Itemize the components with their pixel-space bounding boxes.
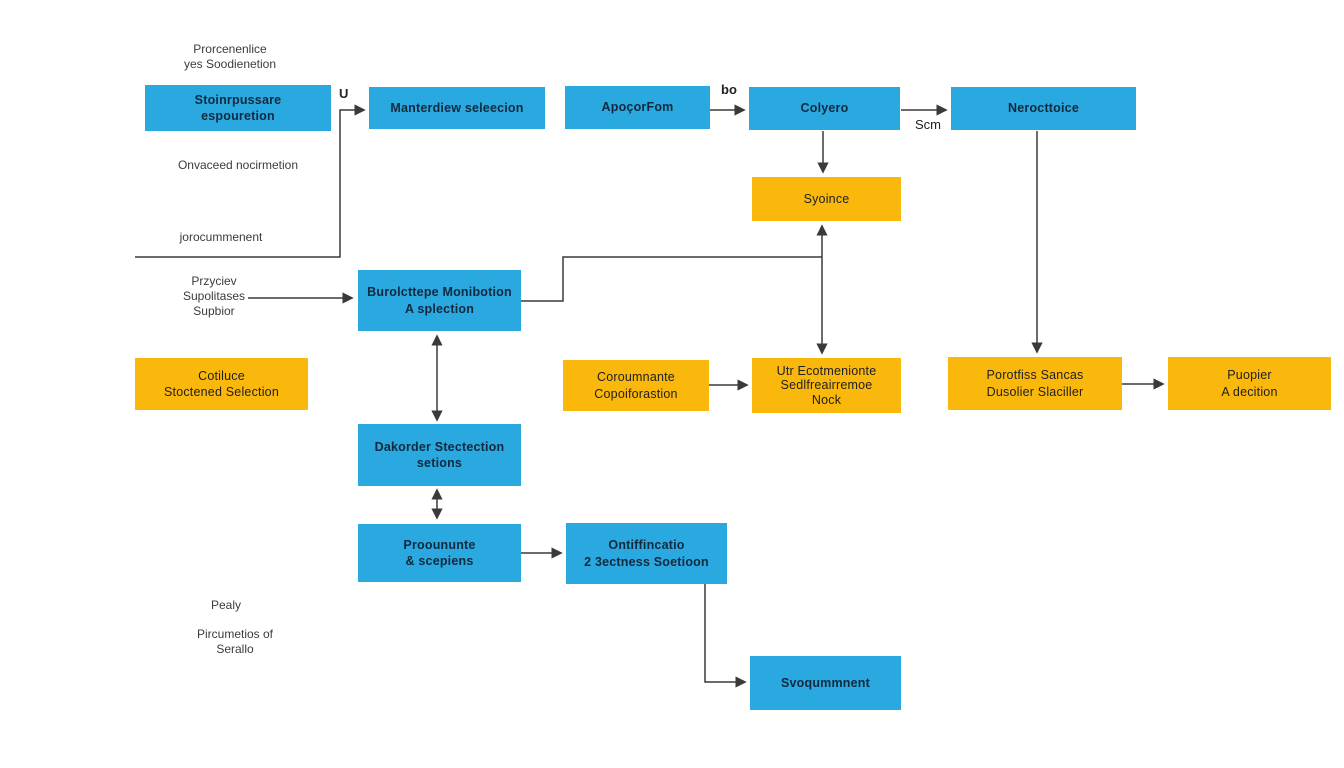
node-text: A splection: [404, 301, 475, 316]
node-dakorder: Dakorder Stectection setions: [358, 424, 521, 486]
edge-label-u: U: [339, 86, 349, 101]
label-pealy: Pealy: [211, 598, 241, 613]
label-line: jorocummenent: [179, 230, 263, 244]
node-text: Puopier: [1227, 368, 1272, 383]
node-text: Colyero: [800, 101, 849, 116]
node-text: ApoçorFom: [601, 100, 674, 115]
node-prooununte: Prooununte & scepiens: [358, 524, 521, 582]
node-porotfiss: Porotfiss Sancas Dusolier Slaciller: [948, 357, 1122, 410]
label-line: Pealy: [210, 598, 242, 612]
node-coroumnante: Coroumnante Copoiforastion: [563, 360, 709, 411]
node-text: Svoqummnent: [780, 675, 870, 690]
node-text: Syoince: [803, 191, 850, 206]
connector-ontiffincatio-to-svoqummnent: [704, 584, 747, 688]
label-line: yes Soodienetion: [183, 57, 277, 71]
node-text: Prooununte: [403, 537, 476, 552]
label-line: Supolitases: [182, 289, 246, 303]
node-text: Cotiluce: [198, 368, 245, 383]
label-line: Onvaceed nocirmetion: [177, 158, 299, 172]
node-text: Copoiforastion: [594, 386, 678, 401]
node-svoqummnent: Svoqummnent: [750, 656, 901, 710]
label-line: Prorcenenlice: [193, 42, 267, 56]
node-text: Nock: [811, 392, 842, 407]
label-prorcenenlice: Prorcenenlice yes Soodienetion: [184, 42, 276, 72]
node-text: A decition: [1221, 384, 1278, 399]
node-puopier: Puopier A decition: [1168, 357, 1331, 410]
node-apocorfom: ApoçorFom: [565, 86, 710, 129]
node-manterdiew: Manterdiew seleecion: [369, 87, 545, 129]
node-text: Coroumnante: [597, 370, 675, 385]
node-text: Sedlfreairremoe: [780, 378, 873, 393]
node-utr: Utr Ecotmenionte Sedlfreairremoe Nock: [752, 358, 901, 413]
node-text: 2 3ectness Soetioon: [584, 554, 709, 569]
label-pircumetios: Pircumetios of Serallo: [197, 627, 273, 657]
node-text: Burolcttepe Monibotion: [367, 285, 512, 300]
label-line: Pircumetios of: [196, 627, 274, 641]
node-syoince: Syoince: [752, 177, 901, 221]
node-text: & scepiens: [405, 554, 474, 568]
node-text: Nerocttoice: [1008, 101, 1079, 116]
node-colyero: Colyero: [749, 87, 900, 130]
node-text: Dakorder Stectection: [374, 439, 505, 454]
edge-label-bo: bo: [721, 82, 737, 97]
node-text: setions: [416, 456, 463, 470]
node-text: espouretion: [201, 109, 275, 123]
node-text: Utr Ecotmenionte: [776, 363, 877, 378]
node-text: Dusolier Slaciller: [986, 384, 1084, 399]
node-nerocttoice: Nerocttoice: [951, 87, 1136, 130]
label-line: Serallo: [216, 642, 254, 656]
label-onvaceed: Onvaceed nocirmetion: [178, 158, 298, 173]
node-text: Stoctened Selection: [164, 385, 279, 399]
node-burolcttepe: Burolcttepe Monibotion A splection: [358, 270, 521, 331]
node-cotiluce: Cotiluce Stoctened Selection: [135, 358, 308, 410]
label-przyciev: Przyciev Supolitases Supbior: [183, 274, 245, 319]
connector-burolcttepe-elbow: [521, 256, 822, 302]
node-text: Manterdiew seleecion: [390, 100, 524, 115]
node-text: Porotfiss Sancas: [986, 368, 1084, 383]
node-text: Stoinrpussare: [194, 92, 282, 107]
node-ontiffincatio: Ontiffincatio 2 3ectness Soetioon: [566, 523, 727, 584]
label-line: Supbior: [193, 304, 235, 318]
label-line: Przyciev: [191, 274, 237, 288]
label-jorocummenent: jorocummenent: [180, 230, 263, 245]
node-stoinrpussare: Stoinrpussare espouretion: [145, 85, 331, 131]
edge-label-scm: Scm: [915, 117, 941, 132]
node-text: Ontiffincatio: [608, 538, 685, 553]
